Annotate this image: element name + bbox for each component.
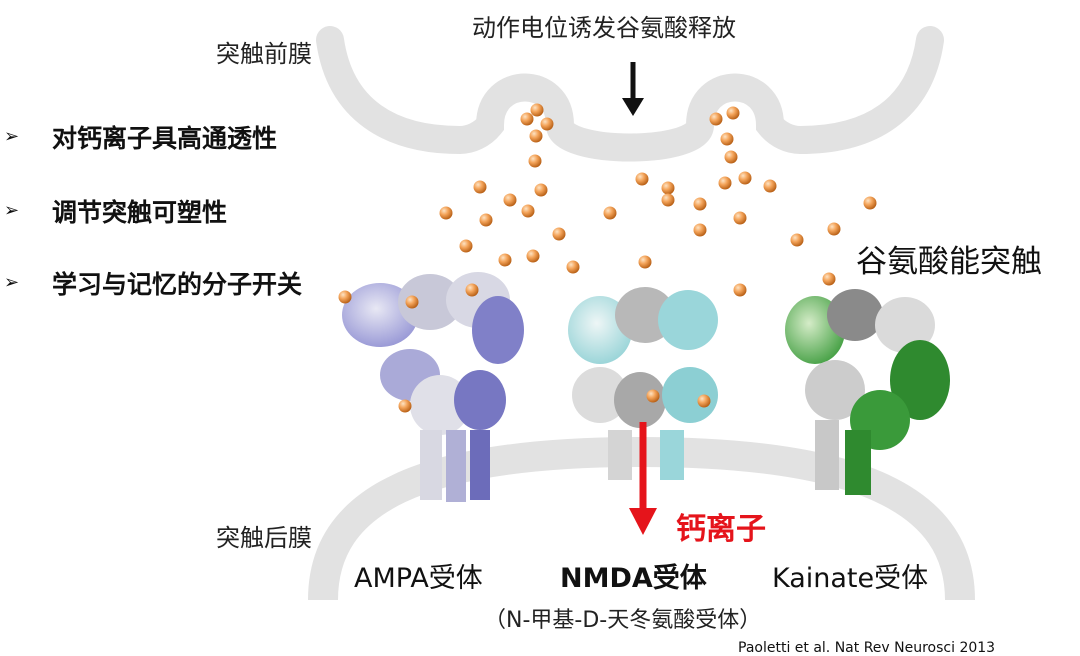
glutamate-molecule bbox=[528, 154, 542, 168]
glutamate-molecule bbox=[459, 239, 473, 253]
glutamate-molecule bbox=[638, 255, 652, 269]
bullet-marker-2: ➢ bbox=[4, 200, 20, 221]
glutamate-molecule bbox=[520, 112, 534, 126]
glutamate-molecule bbox=[398, 399, 412, 413]
glutamate-molecule bbox=[733, 283, 747, 297]
glutamate-molecule bbox=[693, 223, 707, 237]
calcium-arrow bbox=[629, 422, 657, 535]
glutamate-molecule bbox=[733, 211, 747, 225]
glutamate-molecule bbox=[405, 295, 419, 309]
glutamate-molecule bbox=[529, 129, 543, 143]
glutamate-molecule bbox=[498, 253, 512, 267]
glutamate-molecule bbox=[530, 103, 544, 117]
ampa-label: AMPA受体 bbox=[354, 563, 483, 594]
glutamate-molecule bbox=[465, 283, 479, 297]
glutamate-molecule bbox=[646, 389, 660, 403]
bullet-item-3: 学习与记忆的分子开关 bbox=[52, 270, 303, 299]
glutamate-molecule bbox=[693, 197, 707, 211]
glutamate-molecule bbox=[635, 172, 649, 186]
presynaptic-membrane bbox=[316, 26, 944, 162]
top-caption: 动作电位诱发谷氨酸释放 bbox=[472, 14, 736, 42]
bullet-item-1: 对钙离子具高通透性 bbox=[52, 124, 278, 153]
glutamate-molecule bbox=[709, 112, 723, 126]
glutamate-molecule bbox=[503, 193, 517, 207]
glutamate-molecule bbox=[661, 193, 675, 207]
glutamate-molecule bbox=[552, 227, 566, 241]
glutamate-molecule bbox=[540, 117, 554, 131]
nmda-receptor bbox=[568, 287, 718, 480]
bullet-item-2: 调节突触可塑性 bbox=[52, 198, 228, 227]
synapse-type-label: 谷氨酸能突触 bbox=[856, 244, 1042, 280]
glutamate-molecule bbox=[479, 213, 493, 227]
glutamate-molecule bbox=[720, 132, 734, 146]
bullet-marker-1: ➢ bbox=[4, 126, 20, 147]
postsynaptic-label: 突触后膜 bbox=[216, 524, 312, 552]
glutamate-molecule bbox=[473, 180, 487, 194]
glutamate-molecule bbox=[661, 181, 675, 195]
citation: Paoletti et al. Nat Rev Neurosci 2013 bbox=[738, 640, 996, 656]
glutamate-molecule bbox=[822, 272, 836, 286]
glutamate-molecule bbox=[526, 249, 540, 263]
glutamate-molecule bbox=[718, 176, 732, 190]
glutamate-molecules bbox=[338, 103, 877, 413]
release-arrow bbox=[622, 62, 644, 116]
bullet-marker-3: ➢ bbox=[4, 272, 20, 293]
glutamate-molecule bbox=[338, 290, 352, 304]
glutamate-molecule bbox=[724, 150, 738, 164]
presynaptic-label: 突触前膜 bbox=[216, 40, 312, 68]
kainate-label: Kainate受体 bbox=[772, 563, 929, 594]
glutamate-molecule bbox=[763, 179, 777, 193]
glutamate-molecule bbox=[521, 204, 535, 218]
glutamate-molecule bbox=[697, 394, 711, 408]
glutamate-molecule bbox=[603, 206, 617, 220]
glutamate-molecule bbox=[863, 196, 877, 210]
nmda-label: NMDA受体 bbox=[560, 563, 707, 594]
glutamate-molecule bbox=[439, 206, 453, 220]
glutamate-molecule bbox=[790, 233, 804, 247]
glutamate-molecule bbox=[566, 260, 580, 274]
glutamate-molecule bbox=[534, 183, 548, 197]
nmda-fullname: （N-甲基-D-天冬氨酸受体） bbox=[484, 608, 762, 633]
glutamate-molecule bbox=[726, 106, 740, 120]
glutamate-molecule bbox=[827, 222, 841, 236]
ampa-receptor bbox=[342, 272, 524, 502]
kainate-receptor bbox=[785, 289, 950, 495]
glutamate-molecule bbox=[738, 171, 752, 185]
calcium-label: 钙离子 bbox=[676, 512, 766, 547]
